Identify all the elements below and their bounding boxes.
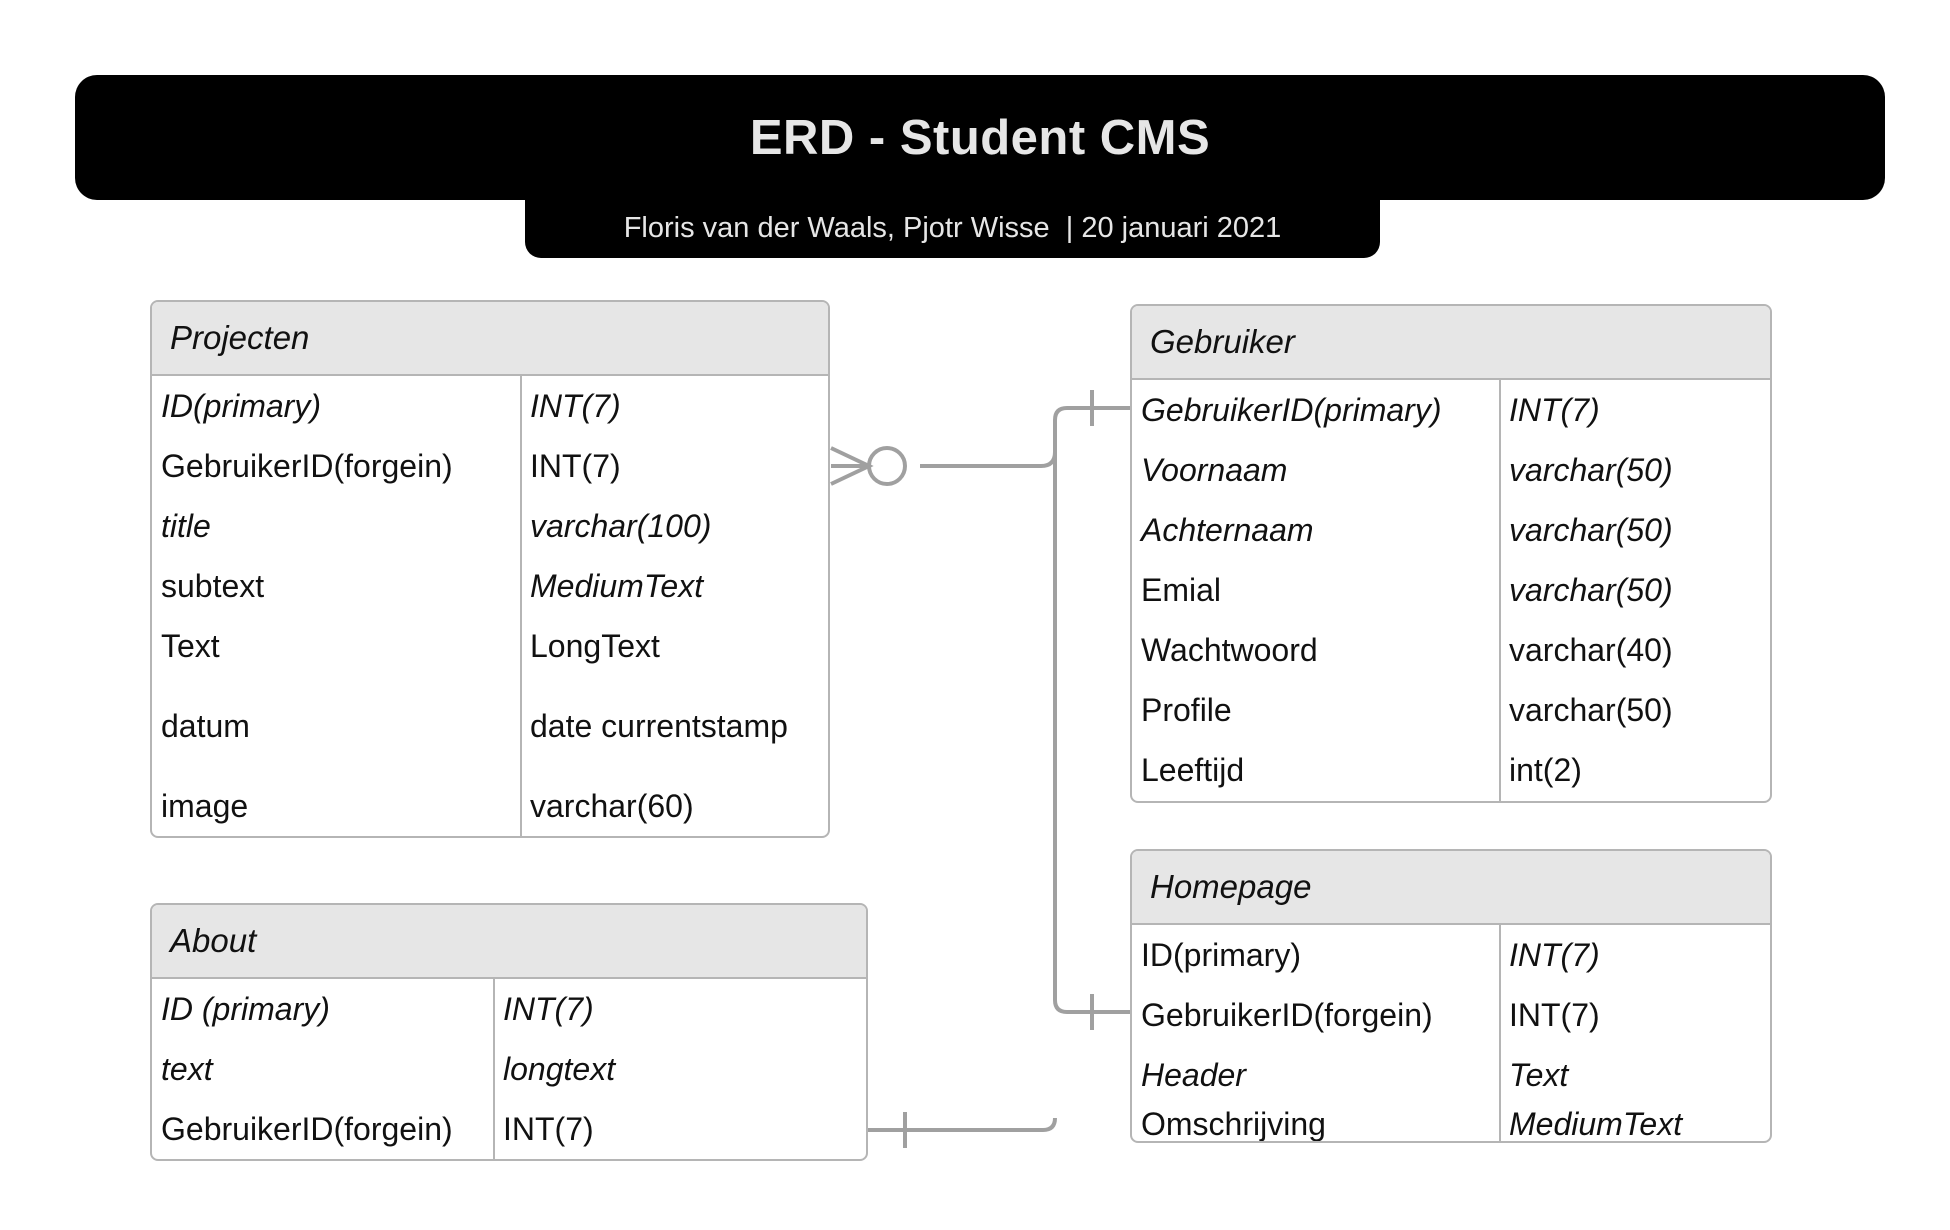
title-bar: ERD - Student CMS <box>75 75 1885 200</box>
field-name: title <box>161 507 211 544</box>
connector-about <box>868 1117 1057 1132</box>
field-type: varchar(50) <box>1509 451 1673 488</box>
entity-projecten[interactable]: Projecten ID(primary) INT(7) GebruikerID… <box>150 300 830 838</box>
field-type: INT(7) <box>530 387 621 424</box>
entity-about[interactable]: About ID (primary) INT(7) text longtext … <box>150 903 868 1161</box>
field-type: date currentstamp <box>530 707 788 744</box>
table-row: GebruikerID(primary) INT(7) <box>1132 380 1770 440</box>
field-name: Text <box>161 627 220 664</box>
column-divider <box>493 979 495 1159</box>
table-row: GebruikerID(forgein) INT(7) <box>1132 985 1770 1045</box>
table-row: Voornaam varchar(50) <box>1132 440 1770 500</box>
table-row: ID(primary) INT(7) <box>152 376 828 436</box>
table-row: image varchar(60) <box>152 776 828 836</box>
table-row: Emial varchar(50) <box>1132 560 1770 620</box>
table-row: Text LongText <box>152 616 828 676</box>
field-type: INT(7) <box>1509 936 1600 973</box>
table-row: Wachtwoord varchar(40) <box>1132 620 1770 680</box>
projecten-many-marker <box>830 446 874 486</box>
field-name: image <box>161 787 249 824</box>
field-name: GebruikerID(primary) <box>1141 391 1442 428</box>
field-type: varchar(50) <box>1509 571 1673 608</box>
field-type: INT(7) <box>503 990 594 1027</box>
table-row: GebruikerID(forgein) INT(7) <box>152 436 828 496</box>
field-name: ID(primary) <box>161 387 321 424</box>
column-divider <box>520 376 522 836</box>
entity-header-gebruiker: Gebruiker <box>1132 306 1770 380</box>
entity-homepage[interactable]: Homepage ID(primary) INT(7) GebruikerID(… <box>1130 849 1772 1143</box>
table-row: Achternaam varchar(50) <box>1132 500 1770 560</box>
field-name: Emial <box>1141 571 1222 608</box>
field-type: INT(7) <box>1509 391 1600 428</box>
field-name: subtext <box>161 567 265 604</box>
field-type: MediumText <box>530 567 704 604</box>
field-name: Omschrijving <box>1141 1106 1326 1142</box>
table-row: Profile varchar(50) <box>1132 680 1770 740</box>
diagram-subtitle: Floris van der Waals, Pjotr Wisse | 20 j… <box>623 211 1282 244</box>
field-name: Wachtwoord <box>1141 631 1318 668</box>
field-name: Leeftijd <box>1141 751 1245 788</box>
field-type: MediumText <box>1509 1106 1683 1142</box>
field-name: Header <box>1141 1056 1246 1093</box>
field-name: GebruikerID(forgein) <box>161 1110 453 1147</box>
table-row: GebruikerID(forgein) INT(7) <box>152 1099 866 1159</box>
table-row: Header Text <box>1132 1045 1770 1105</box>
field-type: LongText <box>530 627 660 664</box>
field-type: varchar(100) <box>530 507 712 544</box>
subtitle-bar: Floris van der Waals, Pjotr Wisse | 20 j… <box>525 198 1380 258</box>
projecten-zero-marker <box>867 446 907 486</box>
entity-header-homepage: Homepage <box>1132 851 1770 925</box>
field-name: GebruikerID(forgein) <box>161 447 453 484</box>
table-row: ID(primary) INT(7) <box>1132 925 1770 985</box>
column-divider <box>1499 380 1501 801</box>
field-type: varchar(40) <box>1509 631 1673 668</box>
field-name: text <box>161 1050 213 1087</box>
entity-header-projecten: Projecten <box>152 302 828 376</box>
diagram-title: ERD - Student CMS <box>749 110 1211 165</box>
entity-header-about: About <box>152 905 866 979</box>
field-type: varchar(60) <box>530 787 694 824</box>
field-name: ID(primary) <box>1141 936 1301 973</box>
field-name: GebruikerID(forgein) <box>1141 996 1433 1033</box>
entity-gebruiker[interactable]: Gebruiker GebruikerID(primary) INT(7) Vo… <box>1130 304 1772 803</box>
field-type: INT(7) <box>1509 996 1600 1033</box>
column-divider <box>1499 925 1501 1141</box>
field-type: INT(7) <box>503 1110 594 1147</box>
field-name: Achternaam <box>1141 511 1314 548</box>
table-row: subtext MediumText <box>152 556 828 616</box>
field-type: varchar(50) <box>1509 691 1673 728</box>
table-row: ID (primary) INT(7) <box>152 979 866 1039</box>
table-row: Leeftijd int(2) <box>1132 740 1770 800</box>
table-row: title varchar(100) <box>152 496 828 556</box>
field-name: Profile <box>1141 691 1232 728</box>
field-type: INT(7) <box>530 447 621 484</box>
table-row: datum date currentstamp <box>152 676 828 776</box>
field-type: varchar(50) <box>1509 511 1673 548</box>
connector-projecten <box>920 451 1057 468</box>
field-name: datum <box>161 707 250 744</box>
field-type: Text <box>1509 1056 1569 1093</box>
field-name: ID (primary) <box>161 990 330 1027</box>
table-row: Omschrijving MediumText <box>1132 1105 1770 1142</box>
field-type: int(2) <box>1509 751 1582 788</box>
field-type: longtext <box>503 1050 616 1087</box>
connector-trunk <box>1053 406 1130 1014</box>
field-name: Voornaam <box>1141 451 1288 488</box>
table-row: text longtext <box>152 1039 866 1099</box>
